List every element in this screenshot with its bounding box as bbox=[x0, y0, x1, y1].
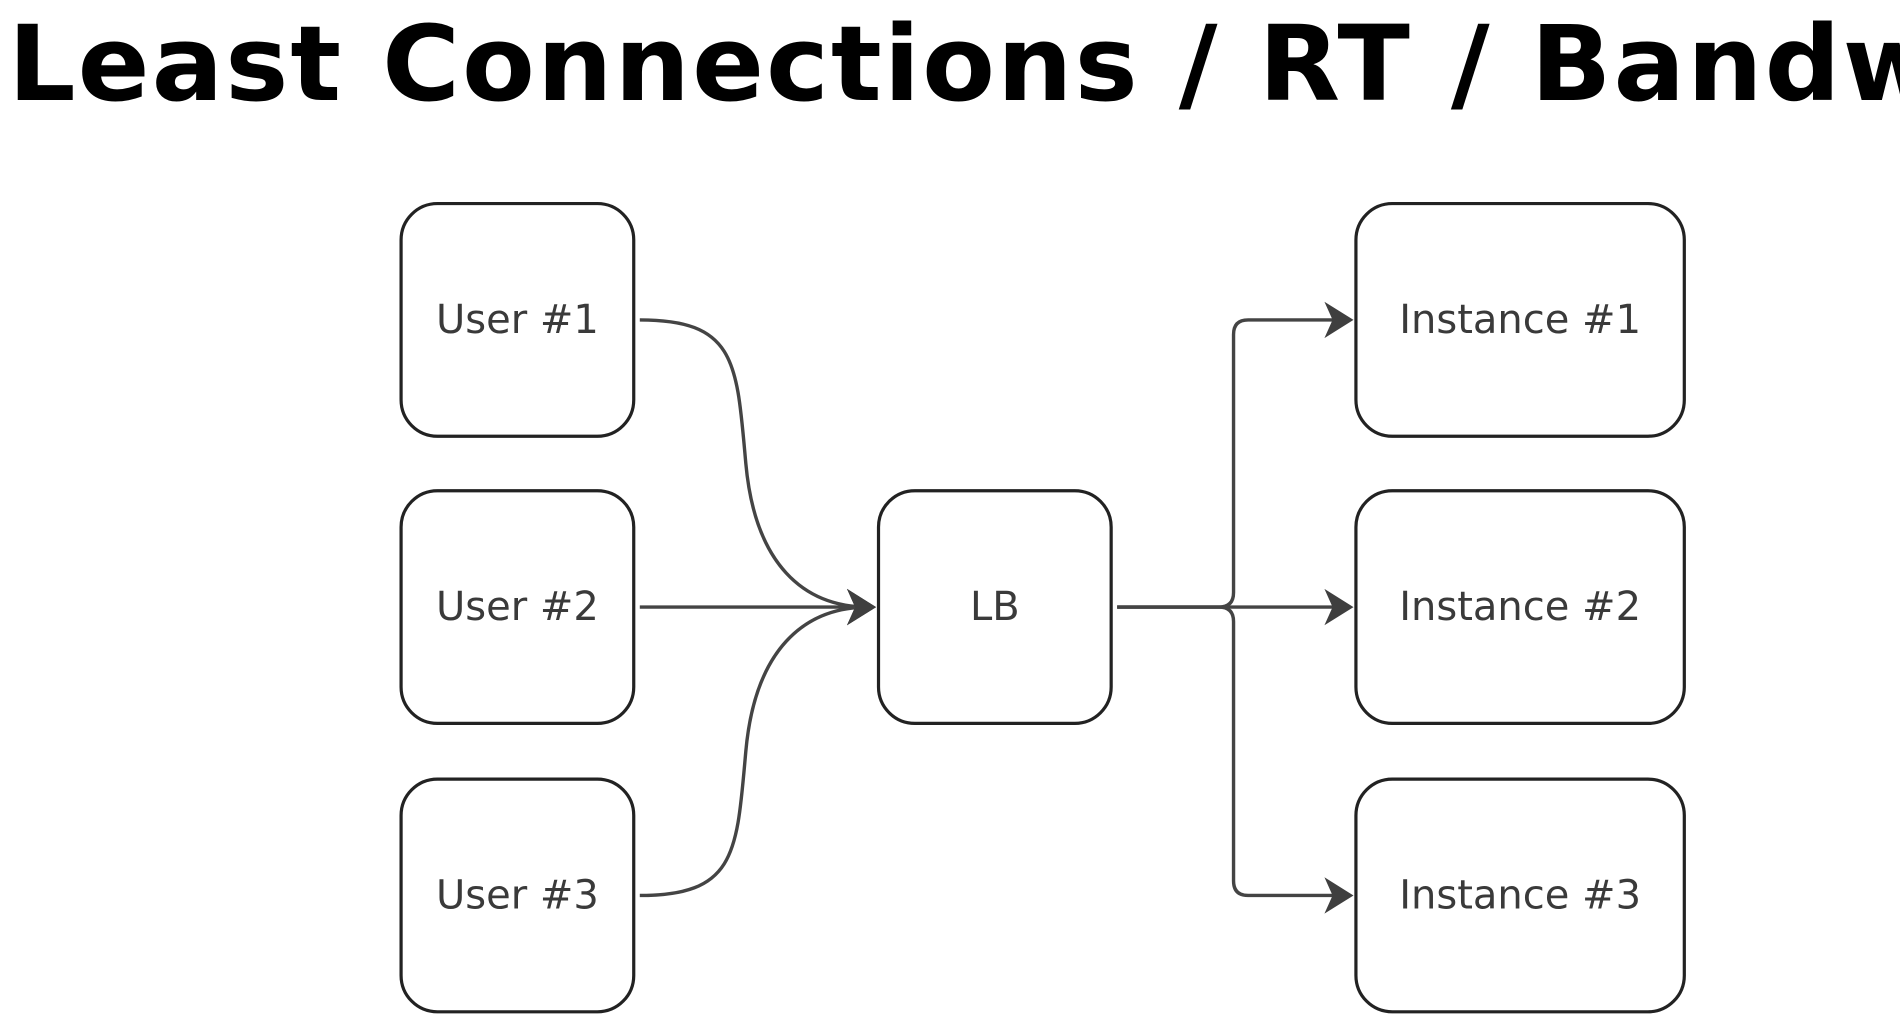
node-box bbox=[399, 489, 636, 726]
node-label: LB bbox=[970, 584, 1020, 630]
node-user-1: User #1 bbox=[399, 201, 636, 438]
node-instance-3: Instance #3 bbox=[1354, 777, 1686, 1014]
node-box bbox=[1354, 201, 1686, 438]
node-box bbox=[876, 489, 1113, 726]
node-label: Instance #1 bbox=[1399, 297, 1641, 343]
edge-user-3-to-lb bbox=[639, 605, 869, 898]
edge-user-1-to-lb bbox=[639, 318, 869, 609]
nodes-layer: User #1 User #2 User #3 LB Instance #1 Instan… bbox=[399, 201, 1686, 1014]
arrow-head bbox=[1324, 588, 1354, 626]
node-label: User #3 bbox=[436, 872, 599, 918]
node-box bbox=[399, 201, 636, 438]
node-label: Instance #3 bbox=[1399, 872, 1641, 918]
slide-title: Least Connections / RT / Bandwidth bbox=[8, 4, 1900, 124]
node-user-2: User #2 bbox=[399, 489, 636, 726]
node-box bbox=[1354, 777, 1686, 1014]
node-box bbox=[1354, 489, 1686, 726]
edge-lb-to-instance-3 bbox=[1117, 605, 1347, 898]
node-lb: LB bbox=[876, 489, 1113, 726]
node-user-3: User #3 bbox=[399, 777, 636, 1014]
edge-lb-to-instance-1 bbox=[1117, 318, 1347, 609]
node-label: User #2 bbox=[436, 584, 599, 630]
node-instance-1: Instance #1 bbox=[1354, 201, 1686, 438]
arrow-head bbox=[847, 588, 877, 626]
node-label: Instance #2 bbox=[1399, 584, 1641, 630]
node-label: User #1 bbox=[436, 297, 599, 343]
arrow-head bbox=[1324, 301, 1354, 339]
node-box bbox=[399, 777, 636, 1014]
node-instance-2: Instance #2 bbox=[1354, 489, 1686, 726]
arrow-head bbox=[1324, 877, 1354, 914]
edges-layer bbox=[639, 301, 1354, 914]
